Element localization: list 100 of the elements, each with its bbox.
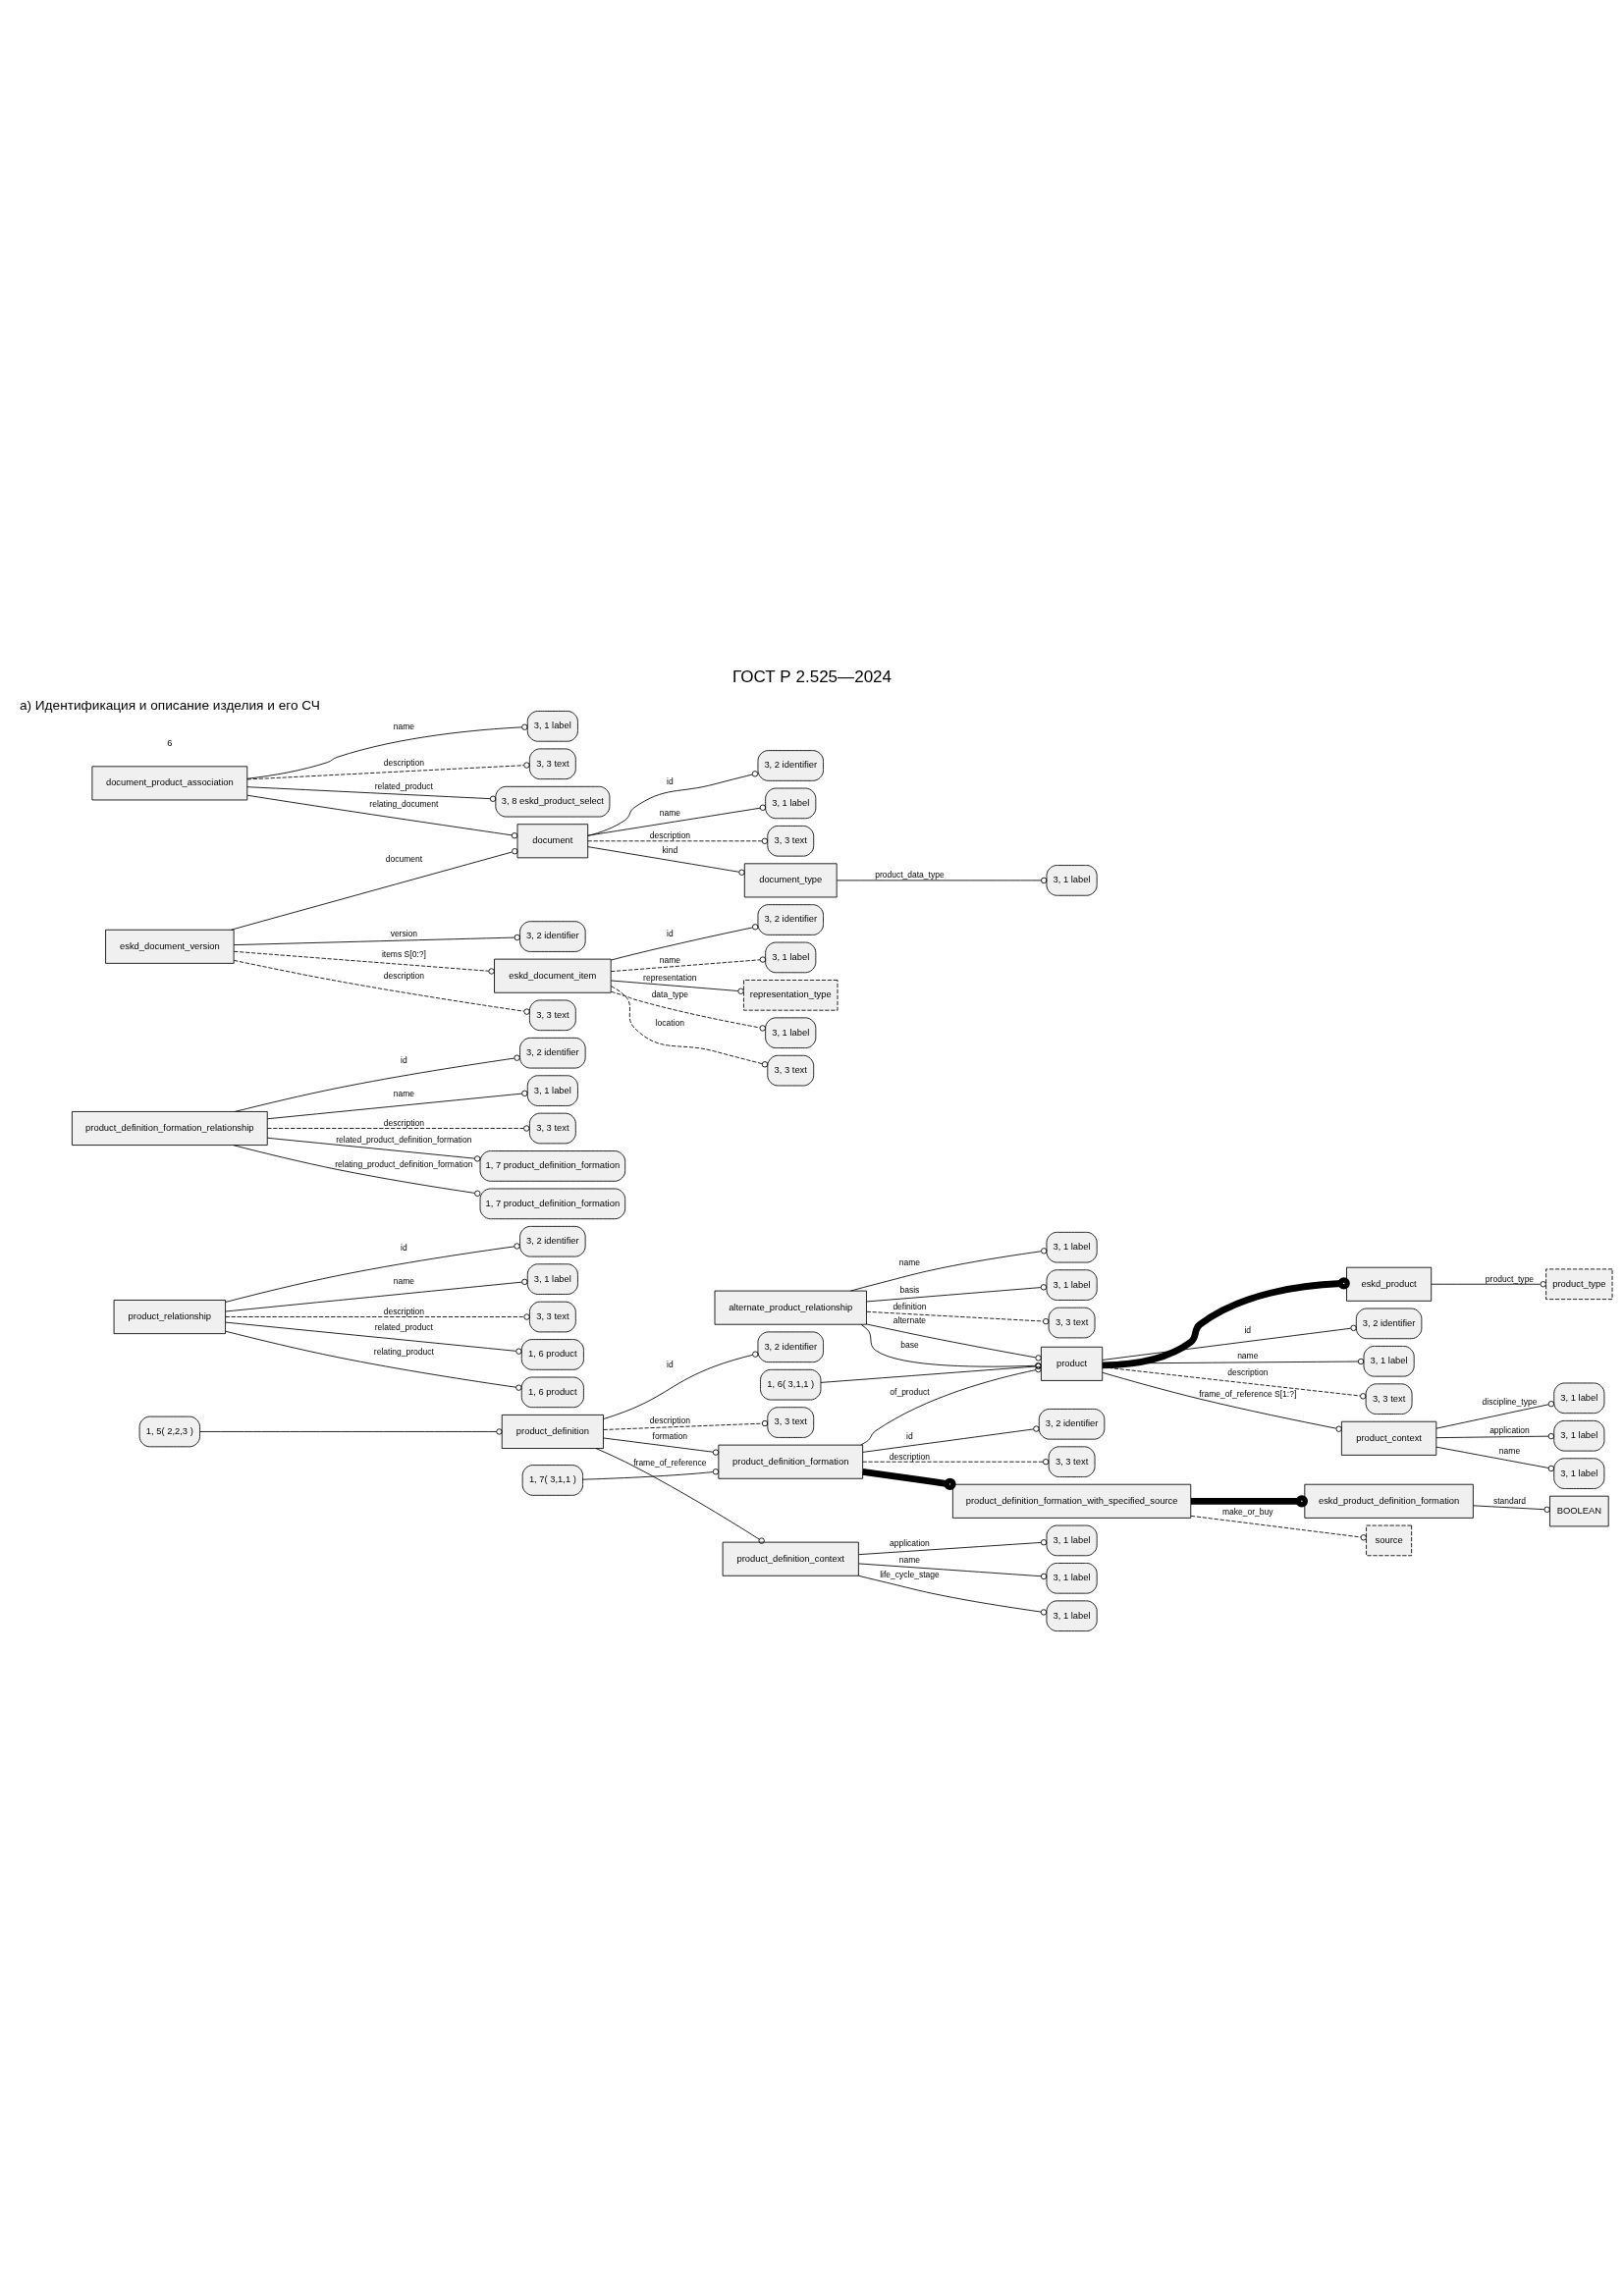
connector — [862, 1424, 1040, 1453]
node-box: 3, 2 identifier — [1038, 1408, 1106, 1440]
connector — [610, 980, 744, 994]
edge-label: frame_of_reference — [633, 1457, 707, 1468]
edge-label: description — [1227, 1366, 1269, 1377]
connector — [246, 794, 518, 838]
node-box: 3, 1 label — [765, 787, 817, 819]
node-box: 3, 1 label — [526, 1262, 578, 1295]
caption: а) Идентификация и описание изделия и его СЧ — [19, 697, 320, 713]
node-box: 3, 8 eskd_product_select — [495, 785, 611, 817]
node-box: 1, 7 product_definition_formation — [479, 1149, 626, 1182]
connector — [1435, 1432, 1554, 1439]
edge-label: items S[0:?] — [381, 948, 426, 959]
node-box: product_definition_formation_relationship — [72, 1110, 268, 1146]
connector — [233, 950, 495, 975]
edge-label: alternate — [893, 1314, 926, 1325]
node-box: 3, 1 label — [1046, 1562, 1098, 1594]
connector — [1102, 1276, 1350, 1368]
edge-label: description — [383, 1306, 424, 1316]
node-box: 1, 7 product_definition_formation — [479, 1188, 626, 1219]
edge-label: description — [649, 829, 690, 840]
connector — [866, 1283, 1048, 1302]
node-box: 1, 6 product — [520, 1338, 584, 1370]
edge-label: relating_document — [369, 798, 439, 809]
node-box: eskd_product_definition_formation — [1304, 1483, 1474, 1519]
edge-label: definition — [893, 1301, 927, 1311]
connector — [858, 1575, 1048, 1616]
node-box: eskd_document_item — [494, 958, 612, 993]
node-box: 3, 3 text — [528, 1301, 576, 1332]
edge-label: name — [898, 1256, 921, 1267]
connector — [225, 1321, 522, 1355]
edge-label: relating_product_definition_formation — [335, 1158, 473, 1169]
connector — [267, 1137, 481, 1162]
edge-label: discipline_type — [1482, 1396, 1538, 1407]
edge-label: name — [1237, 1350, 1259, 1361]
node-box: 3, 1 label — [1046, 1231, 1098, 1262]
node-box: product_type — [1545, 1267, 1613, 1300]
node-box: product_definition — [501, 1414, 604, 1449]
connector — [1102, 1324, 1357, 1361]
connector — [603, 1437, 720, 1456]
edge-label: product_type — [1485, 1273, 1535, 1284]
connector — [587, 837, 769, 844]
edge-label: of_product — [890, 1386, 930, 1397]
connector — [225, 1242, 520, 1303]
node-box: document_product_association — [91, 765, 248, 800]
node-box: 3, 1 label — [1046, 1268, 1098, 1301]
node-box: 3, 1 label — [1046, 864, 1098, 896]
edge-label: description — [889, 1451, 931, 1462]
edge-label: application — [890, 1537, 930, 1548]
node-box: 3, 1 label — [1553, 1457, 1605, 1489]
node-box: 1, 5( 2,2,3 ) — [138, 1415, 200, 1447]
node-box: product_definition_context — [722, 1541, 859, 1576]
node-box: 3, 3 text — [767, 1406, 815, 1438]
node-box: 1, 7( 3,1,1 ) — [521, 1464, 583, 1496]
connector — [866, 1323, 1042, 1362]
edge-label: make_or_buy — [1221, 1506, 1273, 1517]
edge-label: description — [383, 970, 424, 981]
edge-label: basis — [899, 1284, 920, 1295]
edge-label: description — [383, 1117, 424, 1128]
edge-label: related_product — [374, 780, 433, 791]
edge-label: life_cycle_stage — [880, 1569, 940, 1579]
connector — [603, 1419, 769, 1430]
connector — [587, 845, 745, 876]
node-box: eskd_document_version — [105, 929, 235, 964]
node-box: 3, 1 label — [1363, 1345, 1415, 1377]
node-box: alternate_product_relationship — [714, 1290, 867, 1325]
edge-label: kind — [662, 844, 678, 855]
connector — [595, 1447, 765, 1544]
node-box: product_definition_formation — [718, 1444, 864, 1479]
connector — [246, 785, 497, 802]
node-box: 3, 3 text — [1365, 1382, 1413, 1415]
node-box: 3, 1 label — [1046, 1599, 1098, 1631]
connector — [267, 1090, 528, 1119]
node-box: product_definition_formation_with_specified_source — [951, 1483, 1192, 1519]
edge-label: name — [659, 807, 680, 818]
connector — [231, 847, 518, 931]
connector — [246, 723, 528, 779]
node-box: 3, 3 text — [528, 1112, 576, 1144]
node-box: representation_type — [743, 979, 839, 1011]
node-box: 3, 1 label — [1046, 1524, 1098, 1556]
edge-label: id — [906, 1430, 913, 1441]
edge-label: related_product_definition_formation — [336, 1134, 472, 1145]
edge-label: id — [667, 928, 674, 938]
node-box: 3, 1 label — [765, 1016, 817, 1048]
edge-label: name — [393, 1088, 415, 1098]
connector — [233, 934, 520, 945]
connector — [582, 1468, 720, 1480]
node-box: 1, 6( 3,1,1 ) — [760, 1368, 822, 1400]
label: 6 — [167, 737, 173, 748]
edge-label: id — [401, 1054, 407, 1065]
edge-label: formation — [652, 1430, 688, 1441]
edge-label: frame_of_reference S[1:?] — [1199, 1388, 1297, 1399]
node-box: 3, 2 identifier — [757, 903, 824, 935]
connector — [225, 1278, 528, 1311]
connector — [860, 1365, 1042, 1445]
edge-label: relating_product — [373, 1346, 434, 1357]
edge-label: id — [667, 1359, 674, 1369]
node-box: document — [516, 823, 589, 858]
edge-label: related_product — [374, 1321, 433, 1332]
node-box: 3, 2 identifier — [519, 1037, 586, 1068]
